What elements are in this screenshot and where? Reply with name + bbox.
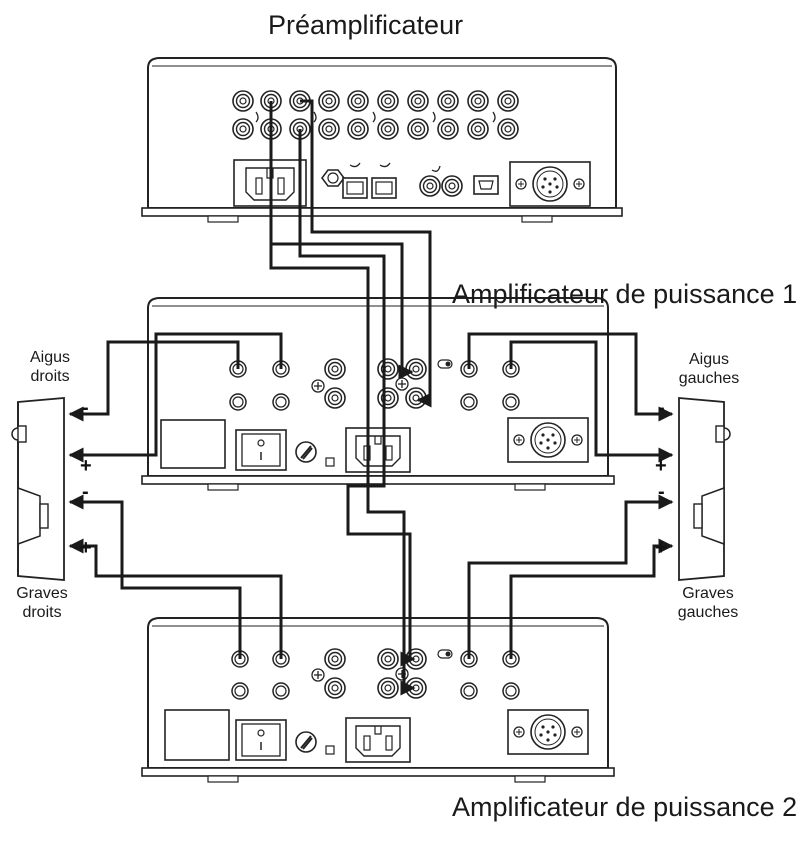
right-woofer-minus: - xyxy=(82,481,89,503)
right-tweeter-plus: + xyxy=(80,455,92,477)
right-speaker xyxy=(11,397,65,581)
amp2-title: Amplificateur de puissance 2 xyxy=(452,792,798,822)
preamplifier-unit xyxy=(141,57,623,223)
preamp-xlr-port xyxy=(509,161,591,207)
left-tweeter-minus: - xyxy=(658,397,665,419)
left-woofer-plus: + xyxy=(655,537,667,559)
preamp-title: Préamplificateur xyxy=(268,10,464,40)
left-woofer-minus: - xyxy=(658,481,665,503)
power-amplifier-1-unit xyxy=(141,297,615,491)
wiring-cables xyxy=(68,99,674,696)
left-tweeter-plus: + xyxy=(655,455,667,477)
amp1-title: Amplificateur de puissance 1 xyxy=(452,279,798,309)
right-tweeter-minus: - xyxy=(82,397,89,419)
right-woofer-plus: + xyxy=(80,537,92,559)
left-speaker xyxy=(678,397,731,581)
preamp-optical-ports xyxy=(342,162,397,199)
preamp-coax-2 xyxy=(441,175,463,197)
power-amplifier-2-unit xyxy=(141,617,615,783)
preamp-coax-1 xyxy=(419,175,441,197)
